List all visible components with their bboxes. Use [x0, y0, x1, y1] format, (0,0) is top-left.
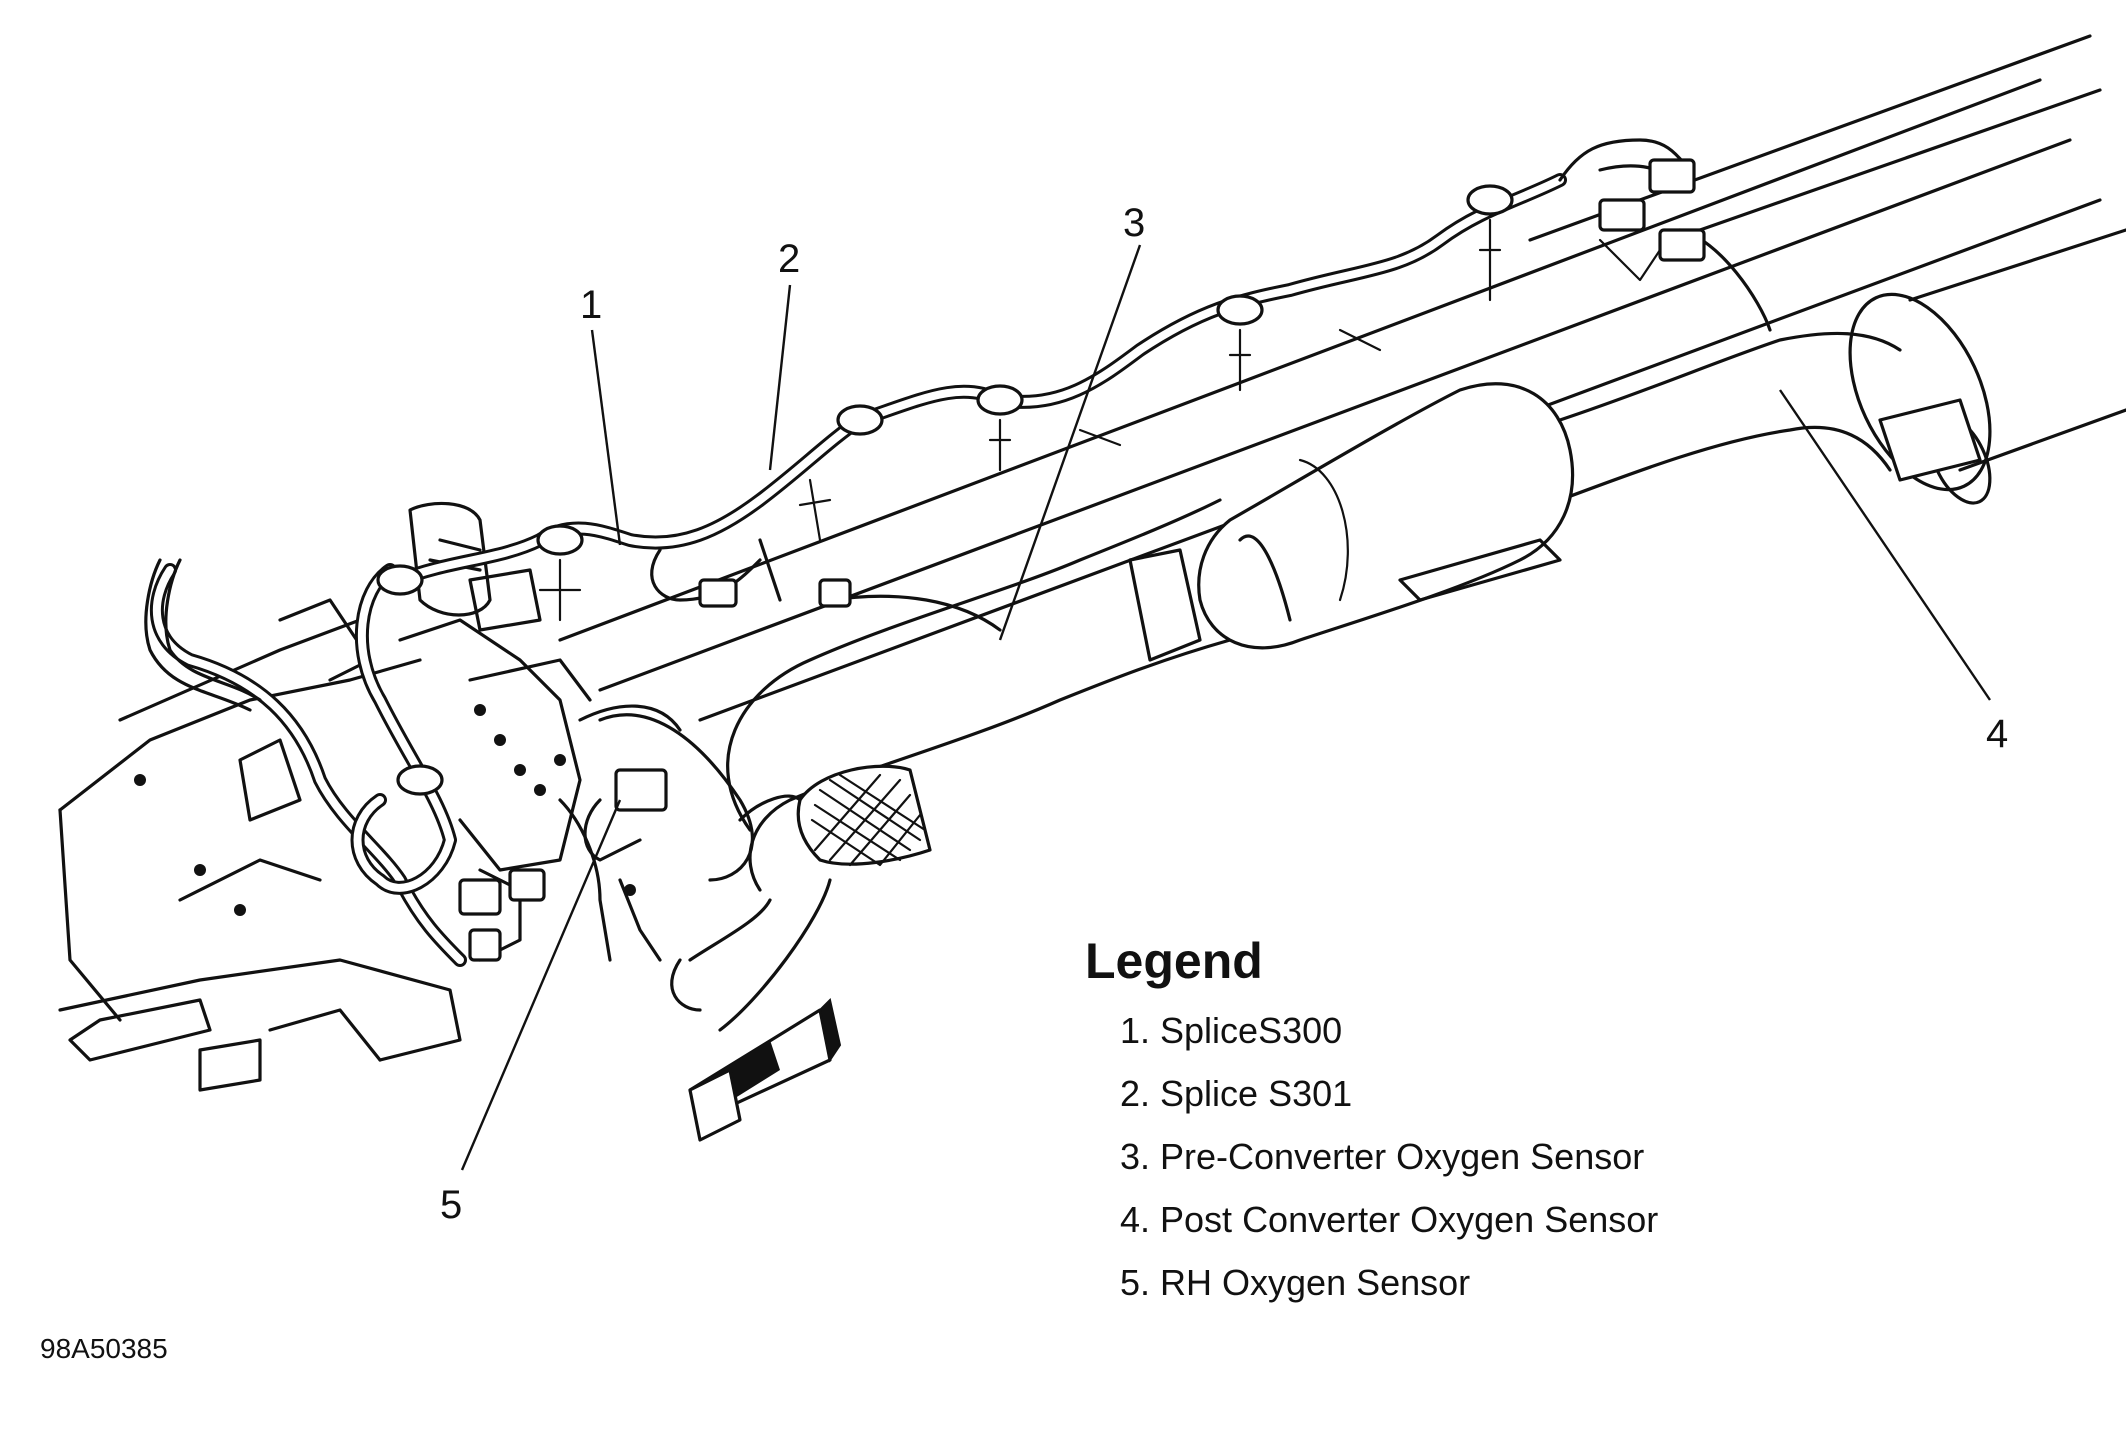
legend-title: Legend: [1085, 933, 1263, 989]
callout-5: 5: [440, 1183, 462, 1227]
leader-lines: [460, 244, 1991, 1171]
callouts: 1 2 3 4 5: [440, 201, 2008, 1227]
catalytic-converter: [1197, 382, 1575, 650]
legend: Legend 1. SpliceS300 2. Splice S301 3. P…: [1085, 933, 1658, 1303]
legend-item-4: 4. Post Converter Oxygen Sensor: [1120, 1199, 1658, 1240]
callout-4: 4: [1986, 712, 2008, 756]
direction-arrow-icon: [688, 998, 842, 1142]
legend-item-3: 3. Pre-Converter Oxygen Sensor: [1120, 1136, 1644, 1177]
callout-3: 3: [1123, 201, 1145, 245]
flex-joint: [738, 764, 932, 867]
callout-2: 2: [778, 237, 800, 281]
leader-2: [768, 284, 792, 471]
leader-3: [998, 244, 1142, 641]
legend-item-2: 2. Splice S301: [1120, 1073, 1352, 1114]
wiring-harness: [144, 138, 1772, 967]
legend-item-5: 5. RH Oxygen Sensor: [1120, 1262, 1470, 1303]
figure-id: 98A50385: [40, 1333, 168, 1364]
leader-4: [1779, 389, 1991, 701]
exhaust-pipe: [598, 331, 1982, 1032]
muffler: [1848, 228, 2126, 505]
callout-1: 1: [580, 283, 602, 327]
legend-item-1: 1. SpliceS300: [1120, 1010, 1342, 1051]
leader-1: [590, 329, 622, 546]
leader-5: [460, 799, 622, 1171]
